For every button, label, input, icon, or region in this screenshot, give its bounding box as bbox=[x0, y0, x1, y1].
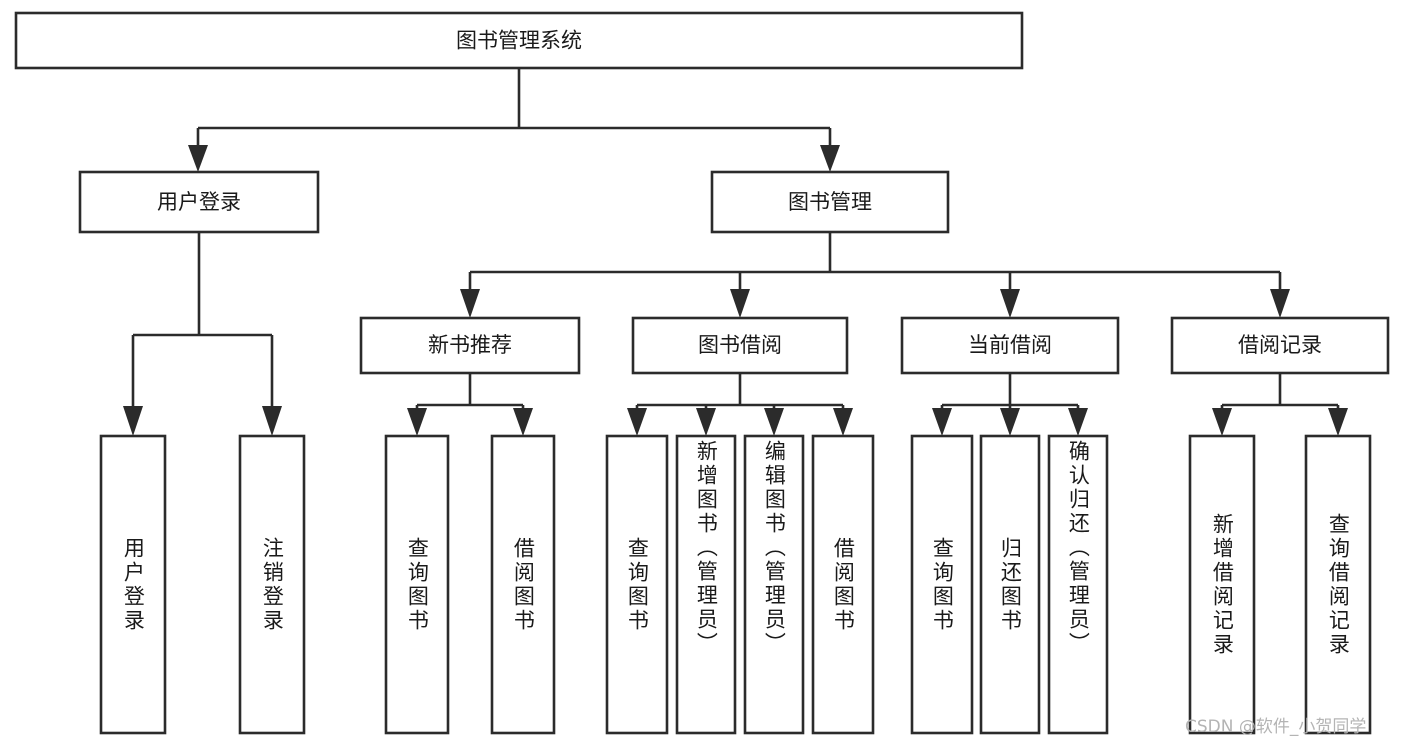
arrow-head-icon bbox=[1068, 408, 1088, 436]
node-current-borrow[interactable]: 当前借阅 bbox=[900, 316, 1120, 375]
arrow-head-icon bbox=[460, 289, 480, 318]
leaf-box-query-books-1[interactable] bbox=[384, 434, 450, 735]
connector-borrow-record-to-leaves bbox=[1212, 373, 1348, 436]
arrow-head-icon bbox=[833, 408, 853, 436]
csdn-watermark: CSDN @软件_小贺同学 bbox=[1185, 717, 1367, 737]
arrow-head-icon bbox=[513, 408, 533, 436]
leaf-box-confirm-return-admin[interactable] bbox=[1047, 434, 1109, 735]
arrow-head-icon bbox=[1270, 289, 1290, 318]
arrow-head-icon bbox=[123, 406, 143, 436]
arrow-head-icon bbox=[407, 408, 427, 436]
arrow-head-icon bbox=[188, 145, 208, 172]
arrow-head-icon bbox=[730, 289, 750, 318]
leaf-box-user-login[interactable] bbox=[99, 434, 167, 735]
node-borrow-record-label: 借阅记录 bbox=[1238, 333, 1322, 357]
node-borrow-record[interactable]: 借阅记录 bbox=[1170, 316, 1390, 375]
node-user-login[interactable]: 用户登录 bbox=[78, 170, 320, 234]
node-user-login-box bbox=[78, 170, 320, 234]
leaf-box-logout[interactable] bbox=[238, 434, 306, 735]
arrow-head-icon bbox=[1212, 408, 1232, 436]
leaf-box-return-books[interactable] bbox=[979, 434, 1041, 735]
connector-root-to-level2 bbox=[188, 68, 840, 172]
leaf-box-add-book-admin[interactable] bbox=[675, 434, 737, 735]
arrow-head-icon bbox=[1000, 408, 1020, 436]
node-root-label: 图书管理系统 bbox=[456, 29, 582, 53]
connector-book-management-to-level3 bbox=[460, 232, 1290, 318]
node-new-book-recommend[interactable]: 新书推荐 bbox=[359, 316, 581, 375]
node-new-book-recommend-label: 新书推荐 bbox=[428, 333, 512, 357]
node-root-box bbox=[14, 11, 1024, 70]
node-book-borrow[interactable]: 图书借阅 bbox=[631, 316, 849, 375]
node-root[interactable]: 图书管理系统 bbox=[14, 11, 1024, 70]
leaf-box-add-borrow-record[interactable] bbox=[1188, 434, 1256, 735]
leaf-box-query-borrow-record[interactable] bbox=[1304, 434, 1372, 735]
leaf-box-query-books-2[interactable] bbox=[605, 434, 669, 735]
node-book-borrow-label: 图书借阅 bbox=[698, 333, 782, 357]
connector-book-borrow-to-leaves bbox=[627, 373, 853, 436]
node-user-login-label: 用户登录 bbox=[157, 190, 241, 214]
leaf-box-query-books-3[interactable] bbox=[910, 434, 974, 735]
node-current-borrow-label: 当前借阅 bbox=[968, 333, 1052, 357]
arrow-head-icon bbox=[764, 408, 784, 436]
arrow-head-icon bbox=[696, 408, 716, 436]
arrow-head-icon bbox=[262, 406, 282, 436]
connector-user-login-to-leaves bbox=[123, 232, 282, 436]
arrow-head-icon bbox=[1000, 289, 1020, 318]
arrow-head-icon bbox=[932, 408, 952, 436]
node-current-borrow-box bbox=[900, 316, 1120, 375]
arrow-head-icon bbox=[627, 408, 647, 436]
node-book-management-label: 图书管理 bbox=[788, 190, 872, 214]
connector-new-book-recommend-to-leaves bbox=[407, 373, 533, 436]
leaf-box-borrow-books-1[interactable] bbox=[490, 434, 556, 735]
connector-current-borrow-to-leaves bbox=[932, 373, 1088, 436]
node-new-book-recommend-box bbox=[359, 316, 581, 375]
leaf-box-borrow-books-2[interactable] bbox=[811, 434, 875, 735]
arrow-head-icon bbox=[1328, 408, 1348, 436]
arrow-head-icon bbox=[820, 145, 840, 172]
leaf-box-edit-book-admin[interactable] bbox=[743, 434, 805, 735]
node-book-management[interactable]: 图书管理 bbox=[710, 170, 950, 234]
